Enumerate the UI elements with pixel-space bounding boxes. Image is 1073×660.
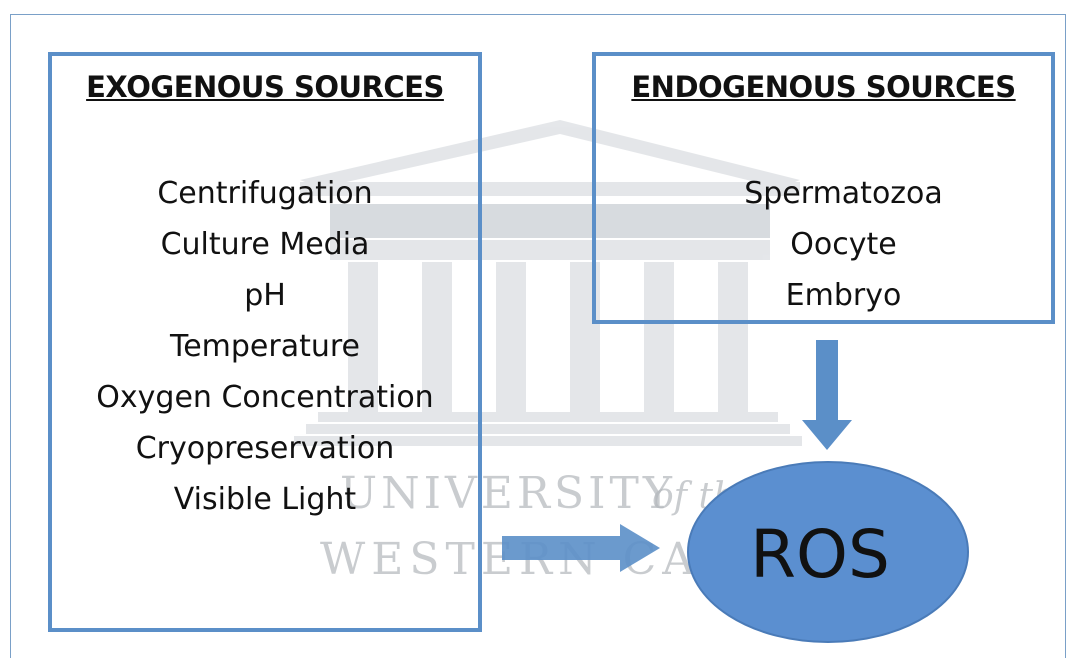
ros-ellipse: [687, 461, 969, 643]
down-arrow-icon: [802, 340, 852, 450]
list-item: Embryo: [785, 278, 902, 313]
exogenous-list: Centrifugation Culture Media pH Temperat…: [52, 168, 478, 525]
list-item: Centrifugation: [157, 176, 373, 211]
list-item: Visible Light: [173, 482, 357, 517]
endogenous-sources-box: ENDOGENOUS SOURCES Spermatozoa Oocyte Em…: [592, 52, 1055, 324]
list-item: Oocyte: [790, 227, 897, 262]
diagram-frame: [10, 14, 1066, 658]
list-item: Oxygen Concentration: [96, 380, 434, 415]
list-item: Cryopreservation: [135, 431, 395, 466]
list-item: Spermatozoa: [744, 176, 943, 211]
ros-label: ROS: [750, 516, 890, 593]
list-item: Temperature: [169, 329, 361, 364]
endogenous-title: ENDOGENOUS SOURCES: [631, 70, 1016, 104]
endogenous-list: Spermatozoa Oocyte Embryo: [616, 168, 1071, 321]
list-item: pH: [244, 278, 286, 313]
right-arrow-icon: [502, 524, 660, 572]
exogenous-title: EXOGENOUS SOURCES: [86, 70, 444, 104]
list-item: Culture Media: [160, 227, 370, 262]
exogenous-sources-box: EXOGENOUS SOURCES Centrifugation Culture…: [48, 52, 482, 632]
